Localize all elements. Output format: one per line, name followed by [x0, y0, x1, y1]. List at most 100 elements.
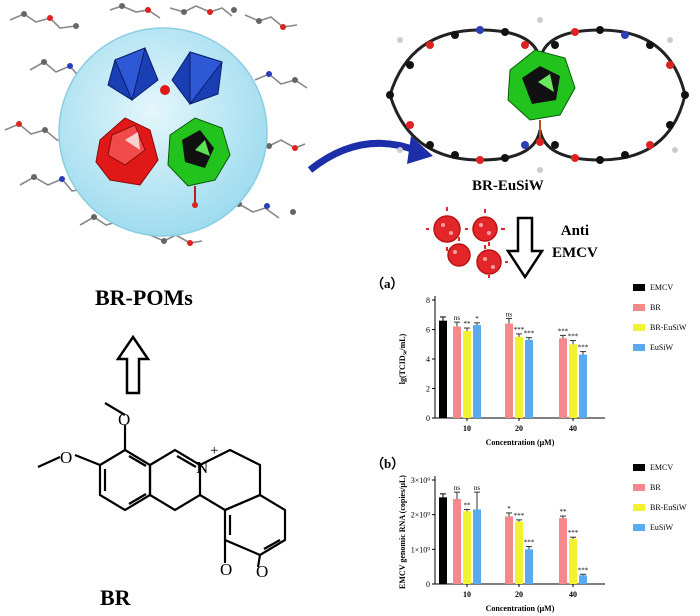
green-polyoxometalate — [167, 117, 231, 208]
x-tick-label: 10 — [463, 590, 471, 599]
bar-eusiw — [525, 339, 533, 418]
y-axis-label: lg(TCID₅₀/mL) — [398, 333, 407, 384]
significance-label: ns — [454, 484, 461, 492]
legend-swatch — [633, 464, 645, 471]
legend-swatch — [633, 504, 645, 511]
x-axis-label: Concentration (μM) — [486, 438, 555, 447]
bar-emcv — [439, 497, 447, 584]
br-poms-illustration — [4, 3, 308, 246]
y-tick-label: 4 — [426, 355, 430, 364]
significance-label: ** — [464, 501, 472, 509]
panel-label: （a） — [371, 276, 404, 291]
eusiw-cluster — [507, 49, 576, 146]
red-polyoxometalate — [95, 117, 159, 186]
hollow-up-arrow — [115, 335, 151, 395]
bar-br — [453, 499, 461, 584]
legend-label: EMCV — [650, 463, 673, 472]
y-tick-label: 6 — [426, 326, 430, 335]
bar-eusiw — [473, 325, 481, 418]
y-tick-label: 3×10⁹ — [411, 476, 431, 485]
significance-label: ns — [506, 310, 513, 318]
br-eusiw-illustration — [386, 17, 689, 173]
br-poms-label: BR-POMs — [95, 285, 193, 310]
significance-label: *** — [578, 566, 589, 574]
anti-text: Anti — [560, 223, 590, 239]
anti-emcv-label: Anti EMCV — [552, 220, 598, 264]
legend-label: BR — [650, 483, 661, 492]
x-tick-label: 20 — [515, 590, 523, 599]
bar-br — [559, 338, 567, 418]
bar-br-eusiw — [569, 344, 577, 418]
blue-polyoxometalate — [107, 47, 223, 106]
bar-eusiw — [473, 509, 481, 584]
significance-label: *** — [524, 539, 535, 547]
y-tick-label: 2 — [426, 385, 430, 394]
virus-particles — [426, 207, 508, 278]
y-tick-label: 8 — [426, 296, 430, 305]
x-axis-label: Concentration (μM) — [486, 604, 555, 613]
bar-br — [559, 518, 567, 584]
significance-label: *** — [524, 330, 535, 338]
macrocycle-atoms — [386, 17, 689, 173]
y-tick-label: 1×10⁹ — [411, 545, 431, 554]
x-tick-label: 40 — [569, 424, 577, 433]
legend-swatch — [633, 484, 645, 491]
legend-label: BR-EuSiW — [650, 503, 687, 512]
pom-sphere — [58, 27, 268, 237]
methoxy-o-top: O — [118, 410, 130, 429]
significance-label: * — [507, 505, 511, 513]
y-axis-label: EMCV genomic RNA (copies/μL) — [398, 475, 407, 589]
berberine-structure: O O N + O O — [37, 402, 287, 580]
significance-label: *** — [568, 529, 579, 537]
methoxy-o-left: O — [60, 448, 72, 467]
legend-swatch — [633, 304, 645, 311]
x-tick-label: 10 — [463, 424, 471, 433]
bar-br-eusiw — [515, 521, 523, 584]
bar-eusiw — [579, 354, 587, 418]
legend-swatch — [633, 324, 645, 331]
bar-br — [505, 323, 513, 418]
significance-label: *** — [578, 344, 589, 352]
panel-label: （b） — [371, 456, 404, 471]
significance-label: ** — [560, 508, 568, 516]
legend-label: BR-EuSiW — [650, 323, 687, 332]
bar-br — [453, 326, 461, 418]
y-tick-label: 2×10⁹ — [411, 511, 431, 520]
bar-br-eusiw — [463, 511, 471, 584]
legend-label: EuSiW — [650, 523, 674, 532]
hollow-down-arrow — [505, 216, 545, 280]
bar-eusiw — [579, 575, 587, 584]
chart-b: （b） 0 1×10⁹ 2×10⁹ 3×10⁹ EMCV genomic RNA (cop… — [371, 456, 687, 613]
bar-br-eusiw — [463, 330, 471, 418]
legend-label: EMCV — [650, 283, 673, 292]
significance-label: *** — [514, 512, 525, 520]
dioxole-o-left: O — [220, 560, 232, 579]
dioxole-o-right: O — [256, 562, 268, 580]
x-tick-label: 40 — [569, 590, 577, 599]
bar-br-eusiw — [515, 336, 523, 418]
y-tick-label: 0 — [426, 580, 430, 589]
emcv-text: EMCV — [552, 245, 598, 261]
significance-label: *** — [558, 327, 569, 335]
significance-label: * — [475, 315, 479, 323]
curved-arrow — [307, 136, 433, 173]
nitrogen-atom: N — [196, 458, 208, 477]
bar-br-eusiw — [569, 538, 577, 584]
legend-label: BR — [650, 303, 661, 312]
br-eusiw-label: BR-EuSiW — [472, 178, 544, 194]
br-label: BR — [100, 585, 131, 610]
significance-label: *** — [514, 326, 525, 334]
significance-label: *** — [568, 333, 579, 341]
legend-swatch — [633, 524, 645, 531]
legend-label: EuSiW — [650, 343, 674, 352]
x-tick-label: 20 — [515, 424, 523, 433]
charge-plus: + — [210, 443, 218, 459]
significance-label: ** — [464, 320, 472, 328]
legend-swatch — [633, 344, 645, 351]
y-tick-label: 0 — [426, 414, 430, 423]
significance-label: ns — [474, 484, 481, 492]
bar-eusiw — [525, 549, 533, 584]
bar-br — [505, 516, 513, 584]
bar-emcv — [439, 320, 447, 418]
chart-a: （a）02468lg(TCID₅₀/mL)ns***10ns******20**… — [371, 276, 687, 447]
